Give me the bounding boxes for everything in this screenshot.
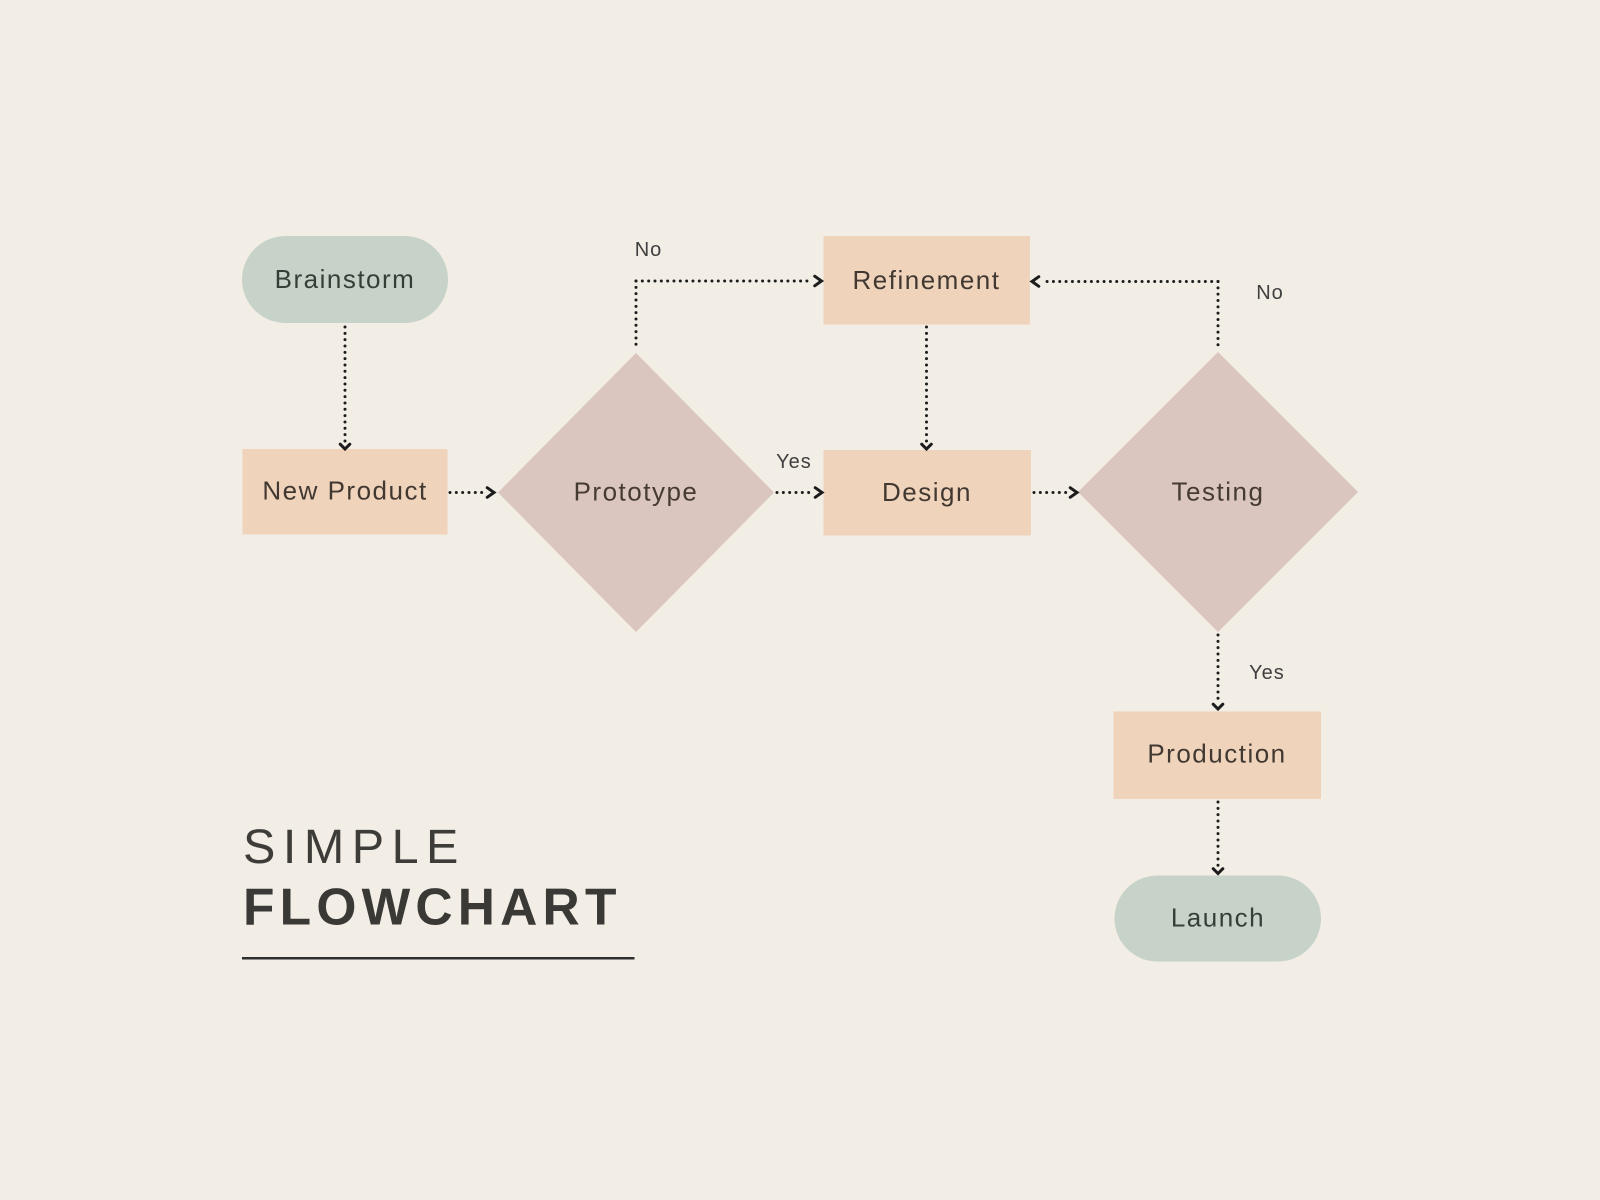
svg-text:Yes: Yes	[1249, 662, 1285, 684]
svg-text:Production: Production	[1147, 739, 1286, 769]
svg-text:New Product: New Product	[262, 476, 427, 506]
svg-text:Refinement: Refinement	[853, 265, 1001, 295]
svg-text:No: No	[635, 239, 663, 261]
svg-text:SIMPLE: SIMPLE	[243, 820, 466, 874]
svg-text:Brainstorm: Brainstorm	[275, 264, 416, 294]
svg-text:No: No	[1256, 282, 1284, 304]
svg-text:Launch: Launch	[1171, 903, 1265, 933]
svg-text:Yes: Yes	[776, 451, 812, 473]
svg-text:Design: Design	[882, 477, 972, 507]
svg-text:Prototype: Prototype	[574, 477, 699, 507]
svg-text:Testing: Testing	[1172, 477, 1265, 507]
svg-text:FLOWCHART: FLOWCHART	[243, 878, 622, 936]
